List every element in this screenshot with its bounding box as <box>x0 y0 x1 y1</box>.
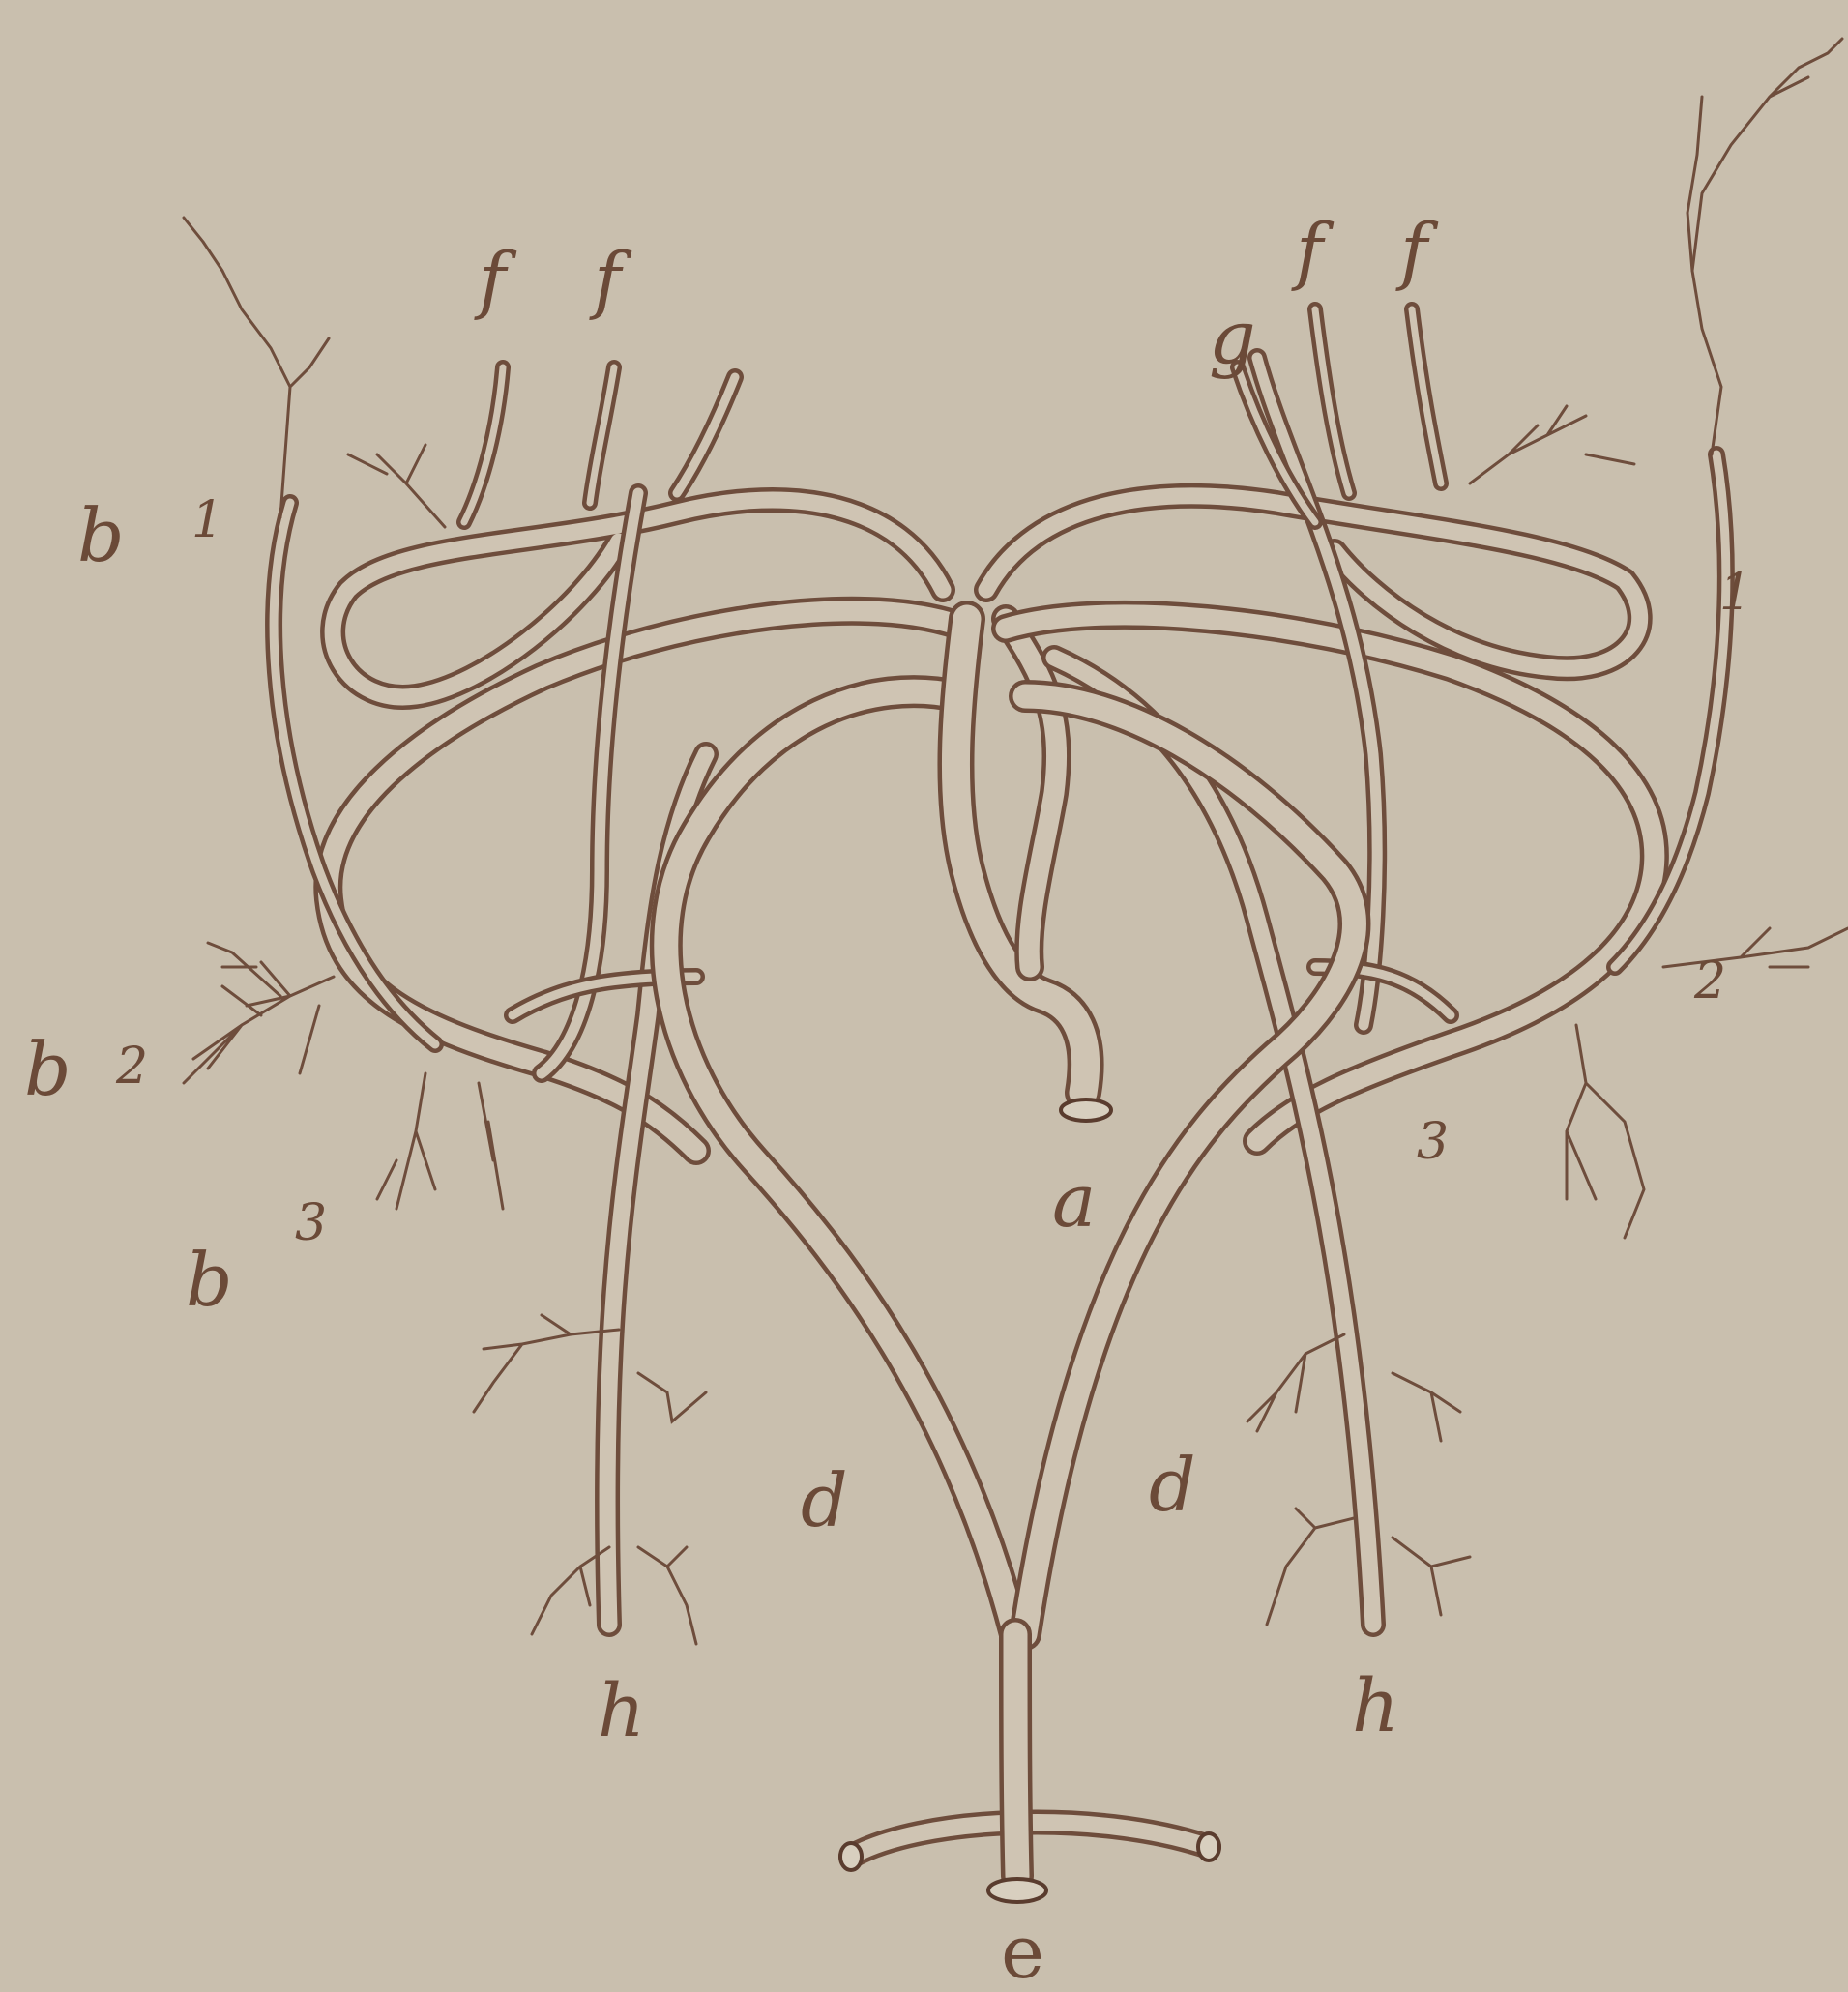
label-b-mid: b <box>24 1026 72 1112</box>
label-f-4: f <box>1395 207 1439 293</box>
label-b-upper: b <box>77 492 125 578</box>
label-e: e <box>1001 1909 1044 1992</box>
label-3-right: 3 <box>1417 1113 1449 1171</box>
vena-end <box>988 1879 1046 1902</box>
vessel-vena-trunk <box>1015 1634 1017 1876</box>
label-f-2: f <box>589 236 632 322</box>
vessel-right-vertical-ext <box>1615 454 1726 967</box>
label-a: a <box>1052 1157 1096 1244</box>
label-f-3: f <box>1291 207 1335 293</box>
vessel-f4-lumen <box>1412 309 1441 483</box>
label-3-left: 3 <box>295 1194 327 1252</box>
vessel-f3-left-stub-lumen <box>677 377 735 493</box>
vessel-aorta-trunk <box>1006 619 1057 967</box>
vessel-f3 <box>1315 309 1349 493</box>
label-d-left: d <box>801 1457 848 1543</box>
label-d-right: d <box>1149 1442 1196 1528</box>
ramifications <box>184 39 1848 1644</box>
vessel-f4 <box>1412 309 1441 483</box>
vessel-f2 <box>590 367 614 503</box>
vena-right-end <box>1198 1833 1219 1860</box>
aorta-end <box>1061 1099 1111 1121</box>
vessel-f1 <box>464 367 503 522</box>
vessel-left-leg-h <box>607 754 706 1625</box>
label-1-right: 1 <box>1719 564 1751 622</box>
label-g: g <box>1209 294 1256 380</box>
vessel-f3-left-stub <box>677 377 735 493</box>
vena-left-end <box>840 1843 862 1870</box>
vessel-network <box>274 309 1726 1902</box>
vessel-vena-trunk-lumen <box>1015 1634 1017 1876</box>
label-1-left: 1 <box>191 491 223 549</box>
vessel-f2-lumen <box>590 367 614 503</box>
label-h-left: h <box>598 1667 645 1753</box>
vessel-left-leg-h-lumen <box>607 754 706 1625</box>
label-b-lower: b <box>186 1237 233 1323</box>
label-f-1: f <box>474 236 517 322</box>
label-2-left: 2 <box>115 1038 148 1096</box>
label-2-right: 2 <box>1693 952 1726 1011</box>
label-h-right: h <box>1352 1662 1399 1748</box>
